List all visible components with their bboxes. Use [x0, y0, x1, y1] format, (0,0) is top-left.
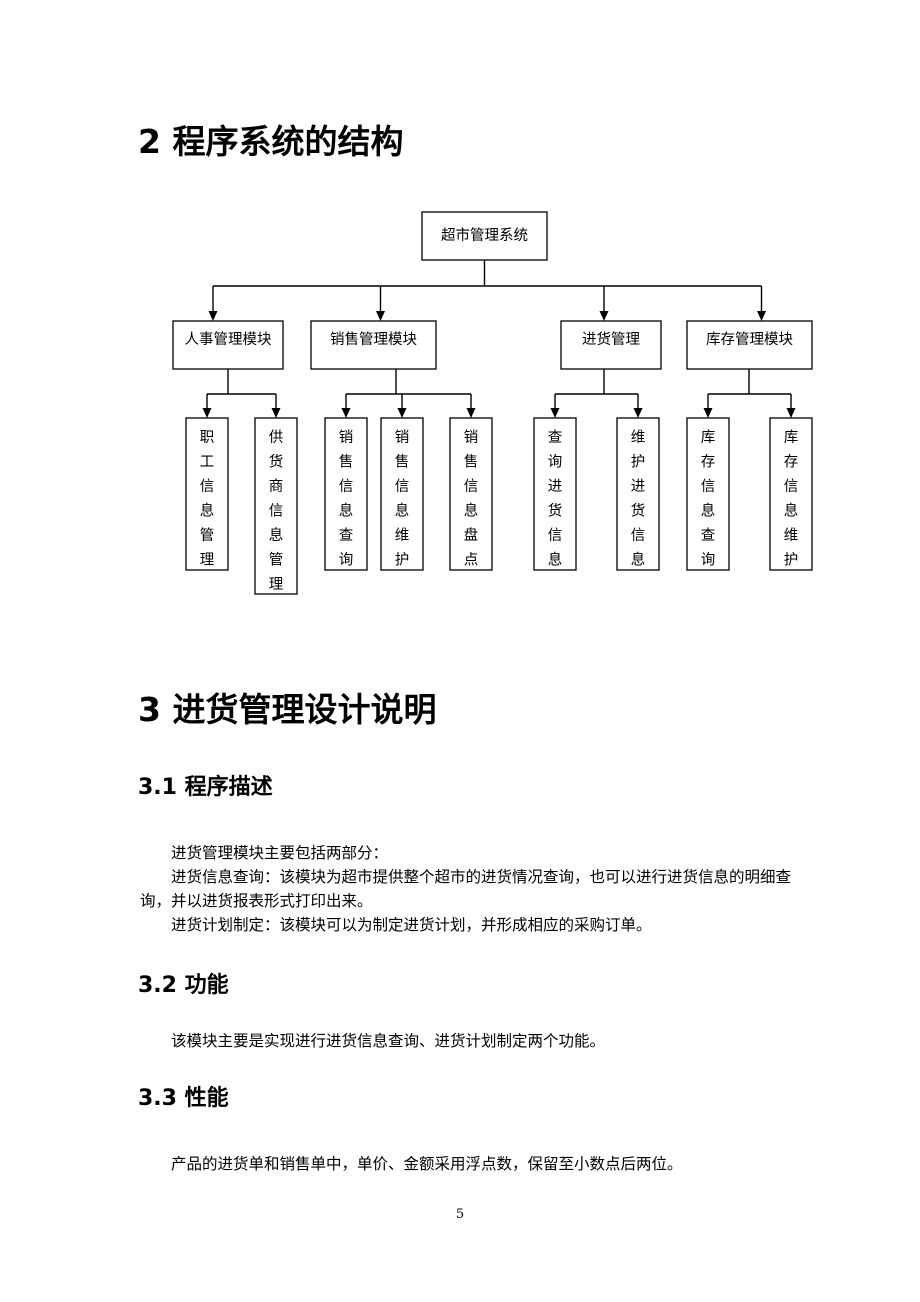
leaf-box	[616, 417, 660, 571]
arrow-head	[271, 408, 281, 418]
arrow-head	[550, 408, 560, 418]
leaf-label: 库存信息查询	[701, 429, 716, 569]
section-3-3-body: 产品的进货单和销售单中，单价、金额采用浮点数，保留至小数点后两位。	[140, 1152, 800, 1176]
module-box	[310, 320, 437, 370]
leaf-box	[324, 417, 368, 571]
leaf-label: 职工信息管理	[200, 430, 215, 569]
module-label: 进货管理	[582, 331, 640, 348]
arrow-head	[703, 408, 713, 418]
section-3-2-heading: 3.2 功能	[138, 973, 229, 998]
arrow-head	[208, 311, 218, 321]
module-label: 库存管理模块	[706, 331, 793, 348]
leaf-label: 库存信息维护	[784, 429, 799, 569]
arrow-head	[786, 408, 796, 418]
leaf-label: 供货商信息管理	[269, 429, 284, 593]
paragraph: 进货信息查询：该模块为超市提供整个超市的进货情况查询，也可以进行进货信息的明细查…	[140, 868, 792, 910]
arrow-head	[466, 408, 476, 418]
leaf-box	[769, 417, 813, 571]
leaf-box	[686, 417, 730, 571]
root-box	[421, 211, 548, 261]
section-2-heading: 2 程序系统的结构	[138, 122, 404, 161]
arrow-head	[397, 408, 407, 418]
leaf-box	[449, 417, 493, 571]
arrow-head	[376, 311, 385, 321]
arrow-head	[599, 311, 609, 321]
section-3-heading: 3 进货管理设计说明	[138, 690, 437, 729]
paragraph: 进货计划制定：该模块可以为制定进货计划，并形成相应的采购订单。	[171, 916, 652, 934]
module-box	[172, 320, 284, 370]
section-3-2-body: 该模块主要是实现进行进货信息查询、进货计划制定两个功能。	[140, 1029, 800, 1053]
leaf-label: 销售信息维护	[395, 429, 410, 569]
leaf-label: 维护进货信息	[631, 429, 646, 569]
leaf-label: 销售信息查询	[339, 429, 354, 569]
page-number: 5	[455, 1207, 465, 1222]
module-box	[560, 320, 662, 370]
section-3-1-body: 进货管理模块主要包括两部分： 进货信息查询：该模块为超市提供整个超市的进货情况查…	[140, 841, 800, 937]
arrow-head	[202, 408, 212, 418]
paragraph: 该模块主要是实现进行进货信息查询、进货计划制定两个功能。	[171, 1032, 606, 1050]
leaf-box	[380, 417, 424, 571]
leaf-box	[533, 417, 577, 571]
arrow-head	[757, 311, 766, 321]
leaf-label: 查询进货信息	[548, 429, 563, 569]
section-3-3-heading: 3.3 性能	[138, 1086, 229, 1111]
module-label: 人事管理模块	[185, 331, 272, 348]
module-label: 销售管理模块	[330, 331, 417, 348]
section-3-1-heading: 3.1 程序描述	[138, 775, 273, 800]
leaf-label: 销售信息盘点	[464, 429, 479, 569]
paragraph: 产品的进货单和销售单中，单价、金额采用浮点数，保留至小数点后两位。	[171, 1155, 683, 1173]
leaf-box	[185, 417, 229, 571]
leaf-box	[254, 417, 298, 595]
root-label: 超市管理系统	[441, 227, 528, 244]
paragraph: 进货管理模块主要包括两部分：	[171, 844, 389, 862]
arrow-head	[341, 408, 351, 418]
arrow-head	[633, 408, 643, 418]
